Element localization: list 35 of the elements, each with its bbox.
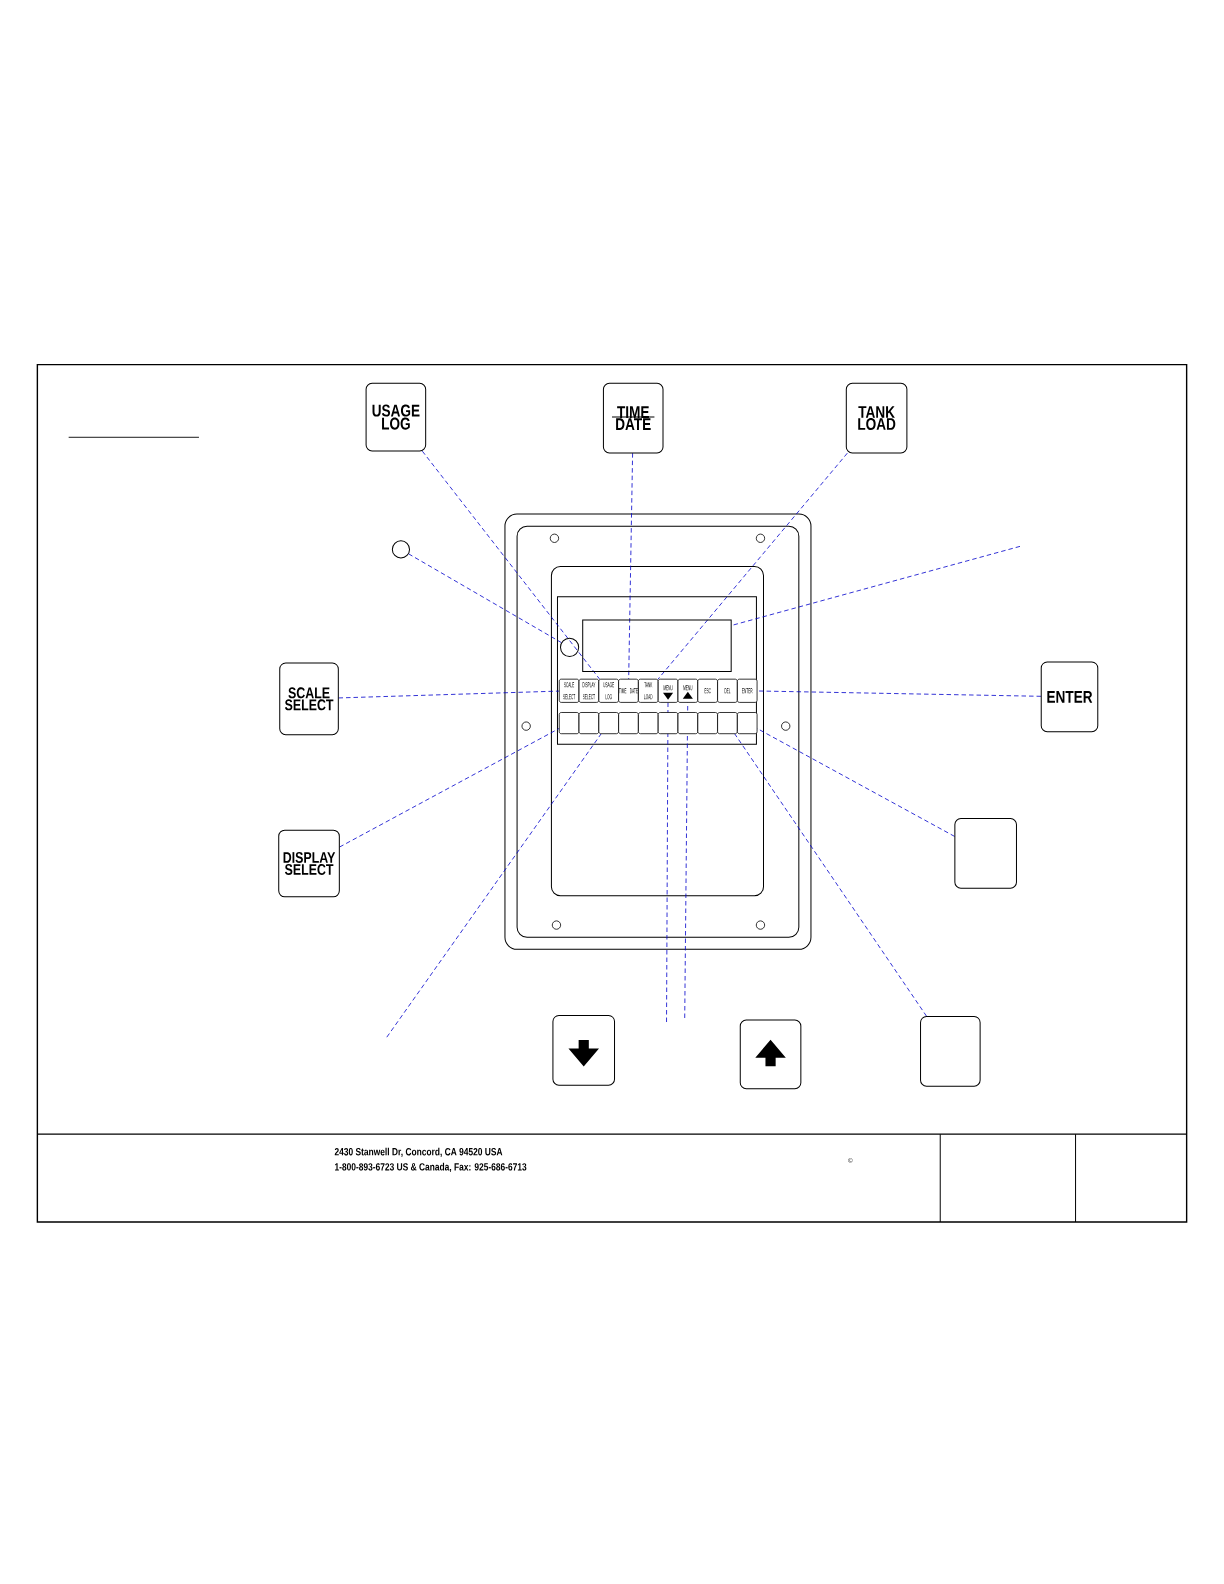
leader-line: [386, 733, 602, 1038]
key-button: [954, 818, 1017, 889]
leader-line: [734, 733, 927, 1017]
keypad-key: [717, 712, 738, 735]
leader-line: [339, 727, 560, 848]
key-button: [739, 1019, 802, 1090]
key-button: SCALE SELECT: [279, 662, 339, 736]
key-button: [552, 1014, 615, 1086]
leader-line: [421, 450, 600, 680]
keypad-key: [558, 712, 580, 735]
leader-line: [657, 452, 848, 680]
leader-line: [628, 452, 633, 680]
indicator-light: [391, 540, 410, 559]
key-button: [920, 1016, 981, 1087]
keypad-key: [638, 712, 659, 735]
keypad-key: [657, 712, 679, 735]
keypad-key: [697, 712, 718, 735]
keypad-key: [578, 712, 600, 735]
leader-line: [666, 702, 669, 1023]
keypad-key: [618, 712, 639, 735]
leader-line: [338, 690, 560, 699]
key-button: USAGE LOG: [365, 382, 427, 452]
leader-line: [408, 553, 562, 644]
keypad-key: [737, 712, 758, 735]
keypad-key: [598, 712, 619, 735]
address-line: 2430 Stanwell Dr, Concord, CA 94520 USA: [334, 1147, 503, 1157]
display-screen: [582, 619, 732, 673]
indicator-light: [560, 637, 580, 657]
key-button: ENTER: [1040, 661, 1099, 733]
key-button: DISPLAY SELECT: [278, 829, 340, 898]
leader-line: [684, 702, 689, 1019]
keypad-key: [677, 712, 699, 735]
key-button: TIME DATE: [602, 382, 664, 454]
key-button: TANK LOAD: [845, 382, 908, 454]
phone-line: 1-800-893-6723 US & Canada, Fax: 925-686-6713: [335, 1162, 527, 1173]
